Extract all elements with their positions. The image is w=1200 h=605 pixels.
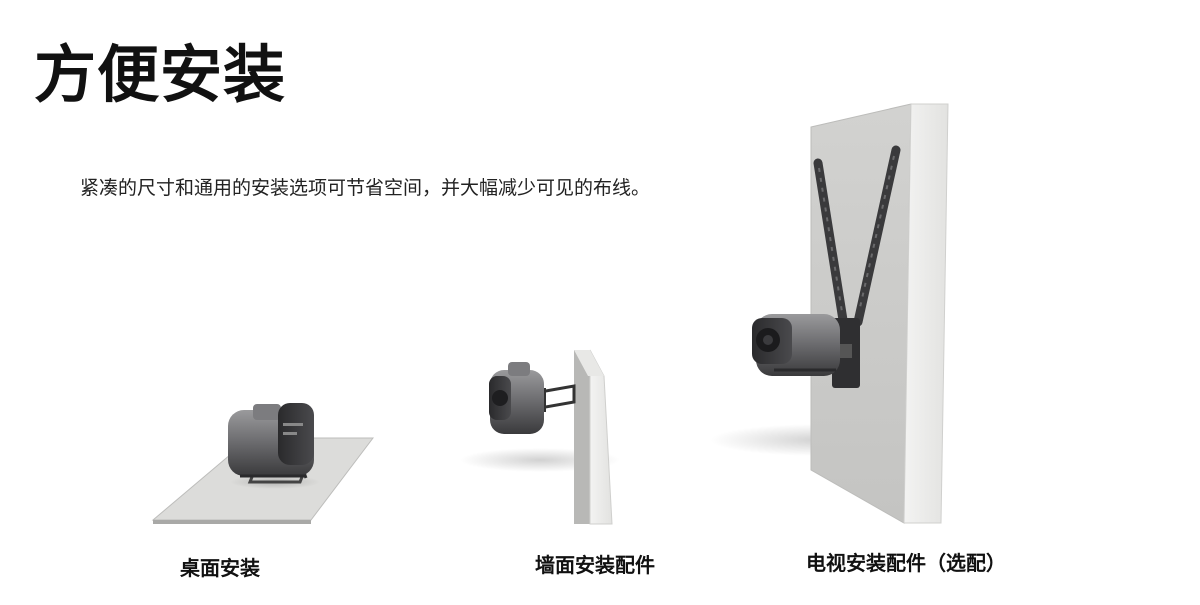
- caption-desk-mount: 桌面安装: [180, 556, 260, 580]
- tv-mount-illustration: [710, 103, 949, 524]
- page-description: 紧凑的尺寸和通用的安装选项可节省空间，并大幅减少可见的布线。: [80, 177, 651, 199]
- wall-mount-illustration: [460, 349, 620, 525]
- caption-wall-mount: 墙面安装配件: [535, 553, 655, 577]
- wall-panel-small: [574, 350, 590, 524]
- page-title: 方便安装: [34, 38, 287, 111]
- caption-tv-mount: 电视安装配件（选配）: [806, 551, 1006, 575]
- desk-mount-illustration: [151, 403, 375, 524]
